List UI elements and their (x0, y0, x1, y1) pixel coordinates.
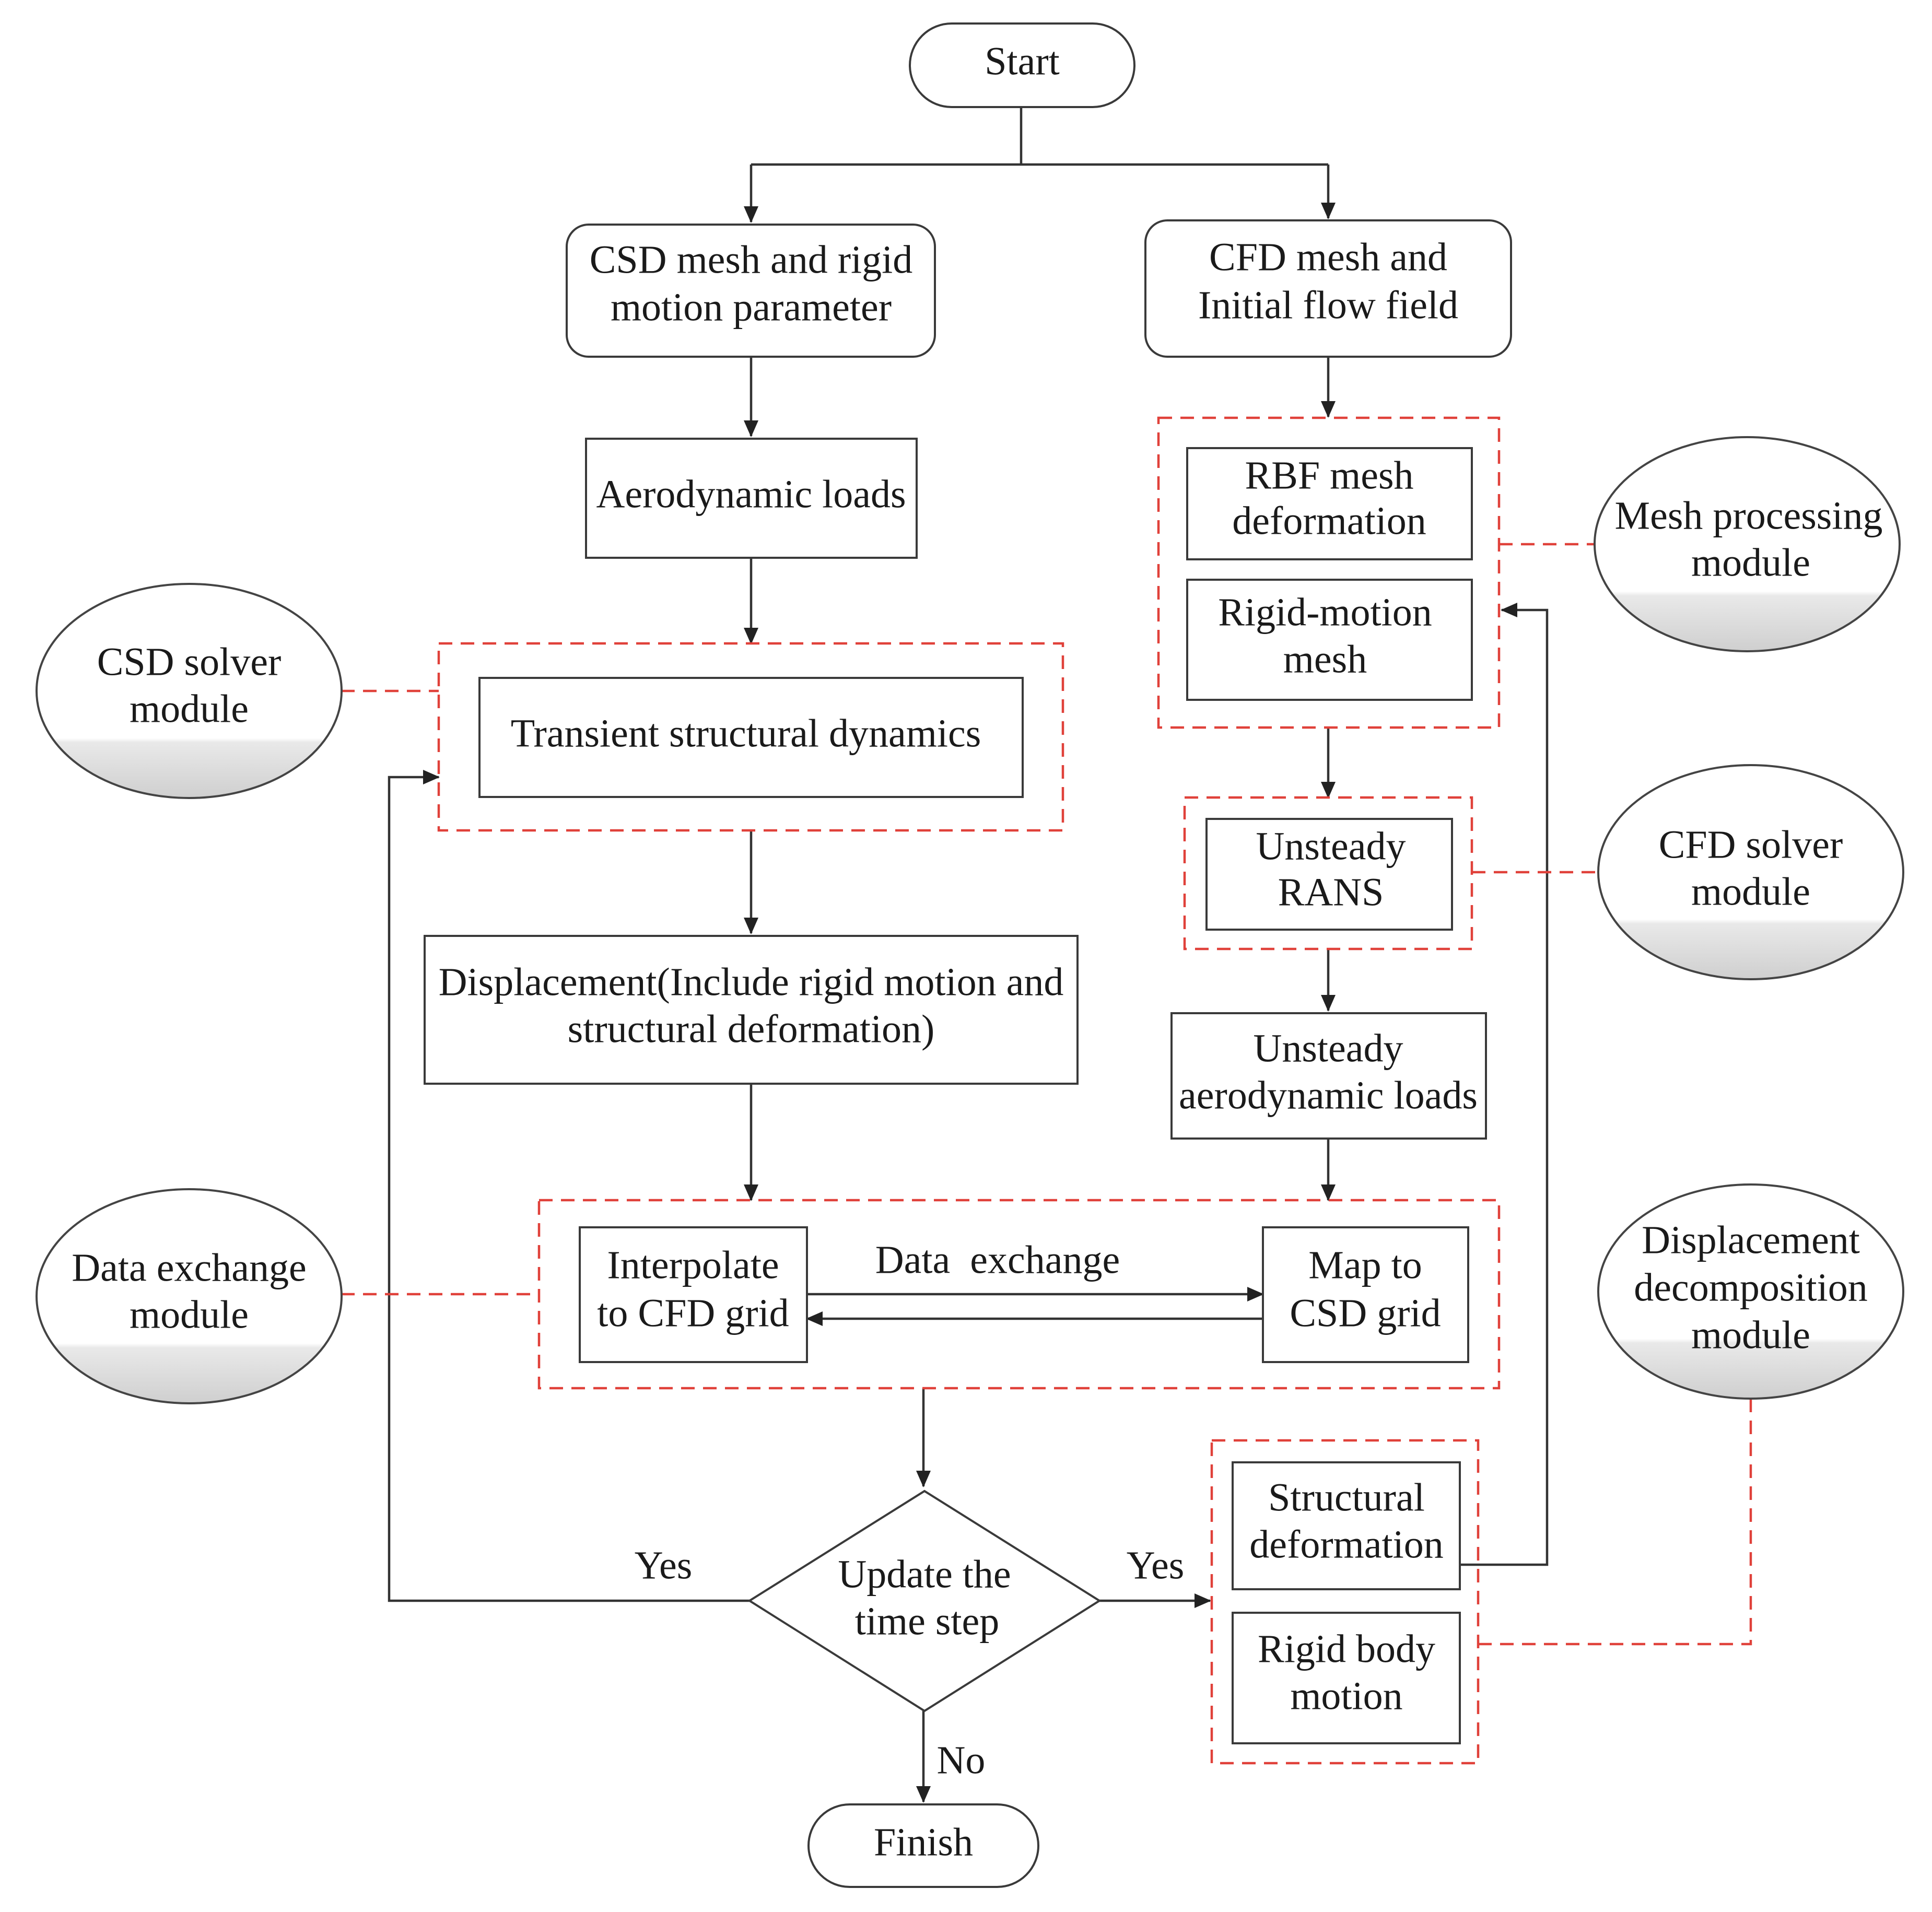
cfd-solver-module-line-1: CFD solver (1659, 823, 1843, 866)
edge-structural-loop (1460, 603, 1549, 1566)
unsteady-rans-line-2: RANS (1278, 870, 1384, 914)
finish-node: Finish (807, 1803, 1039, 1888)
interpolate-line-2: to CFD grid (597, 1291, 789, 1335)
csd-solver-module-line-2: module (130, 687, 249, 731)
rbf-line-1: RBF mesh (1245, 453, 1413, 497)
transient-label: Transient structural dynamics (511, 711, 981, 755)
edge-yes-left-loop (388, 770, 750, 1602)
yes-right-label: Yes (1127, 1543, 1185, 1587)
cfd-mesh-line-1: CFD mesh and (1209, 235, 1447, 279)
unsteady-loads-line-2: aerodynamic loads (1179, 1073, 1478, 1117)
displacement-decomposition-module-line-2: decomposition (1634, 1265, 1868, 1309)
displacement-decomposition-connector (1478, 1399, 1752, 1646)
data-exchange-module: Data exchange module (36, 1188, 343, 1404)
unsteady-loads-node: Unsteady aerodynamic loads (1170, 1012, 1487, 1140)
aerodynamic-loads-node: Aerodynamic loads (585, 438, 918, 559)
cfd-mesh-line-2: Initial flow field (1198, 283, 1458, 327)
displacement-decomposition-module-line-3: module (1691, 1313, 1810, 1357)
mesh-processing-frame (1157, 416, 1501, 729)
no-label: No (937, 1738, 986, 1782)
csd-mesh-node: CSD mesh and rigid motion parameter (566, 224, 936, 358)
structural-deformation-node: Structural deformation (1232, 1461, 1461, 1590)
cfd-mesh-node: CFD mesh and Initial flow field (1144, 219, 1512, 358)
displacement-decomposition-module-line-1: Displacement (1642, 1218, 1860, 1262)
finish-label: Finish (874, 1820, 973, 1864)
start-label: Start (985, 39, 1060, 83)
rigid-body-motion-line-1: Rigid body (1258, 1627, 1435, 1671)
csd-mesh-line-1: CSD mesh and rigid (590, 238, 913, 281)
decision-node: Update the time step (747, 1489, 1102, 1712)
flow-lines (388, 107, 1549, 1803)
csd-solver-frame (437, 642, 1064, 832)
module-frames (341, 416, 1752, 1765)
displacement-node: Displacement(Include rigid motion and st… (424, 935, 1079, 1085)
interpolate-line-1: Interpolate (607, 1243, 779, 1287)
csd-mesh-line-2: motion parameter (611, 285, 892, 329)
cfd-solver-module-line-2: module (1691, 870, 1810, 913)
data-exchange-module-line-2: module (130, 1293, 249, 1336)
rigid-motion-mesh-line-2: mesh (1283, 637, 1367, 681)
displacement-line-1: Displacement(Include rigid motion and (439, 960, 1064, 1004)
decision-line-1: Update the (838, 1552, 1011, 1596)
data-exchange-module-line-1: Data exchange (72, 1246, 306, 1289)
rigid-body-motion-node: Rigid body motion (1232, 1612, 1461, 1744)
unsteady-rans-node: Unsteady RANS (1205, 818, 1453, 931)
displacement-decomposition-frame (1210, 1439, 1480, 1765)
mesh-processing-module: Mesh processing module (1594, 436, 1901, 652)
cfd-solver-module: CFD solver module (1597, 764, 1904, 980)
interpolate-node: Interpolate to CFD grid (579, 1226, 808, 1363)
unsteady-loads-line-1: Unsteady (1253, 1026, 1403, 1070)
rigid-motion-mesh-line-1: Rigid-motion (1218, 590, 1432, 634)
transient-node: Transient structural dynamics (478, 677, 1024, 798)
mesh-processing-module-line-2: module (1691, 541, 1810, 584)
csd-solver-module: CSD solver module (36, 583, 343, 799)
data-exchange-edge-label: Data exchange (875, 1238, 1120, 1282)
rbf-node: RBF mesh deformation (1186, 447, 1473, 560)
csd-solver-module-line-1: CSD solver (97, 640, 282, 684)
map-csd-line-1: Map to (1308, 1243, 1422, 1287)
yes-left-label: Yes (635, 1543, 693, 1587)
structural-deformation-line-2: deformation (1249, 1522, 1443, 1566)
unsteady-rans-line-1: Unsteady (1256, 824, 1406, 868)
start-node: Start (909, 22, 1135, 108)
rbf-line-2: deformation (1232, 499, 1426, 543)
displacement-decomposition-module: Displacement decomposition module (1597, 1183, 1904, 1400)
mesh-processing-module-line-1: Mesh processing (1615, 494, 1883, 537)
rigid-body-motion-line-2: motion (1290, 1674, 1402, 1718)
map-csd-node: Map to CSD grid (1262, 1226, 1469, 1363)
decision-line-2: time step (855, 1599, 1000, 1643)
rigid-motion-mesh-node: Rigid-motion mesh (1186, 579, 1473, 701)
structural-deformation-line-1: Structural (1268, 1475, 1425, 1519)
map-csd-line-2: CSD grid (1290, 1291, 1441, 1335)
aerodynamic-loads-label: Aerodynamic loads (596, 472, 906, 516)
displacement-line-2: structural deformation) (568, 1007, 935, 1051)
